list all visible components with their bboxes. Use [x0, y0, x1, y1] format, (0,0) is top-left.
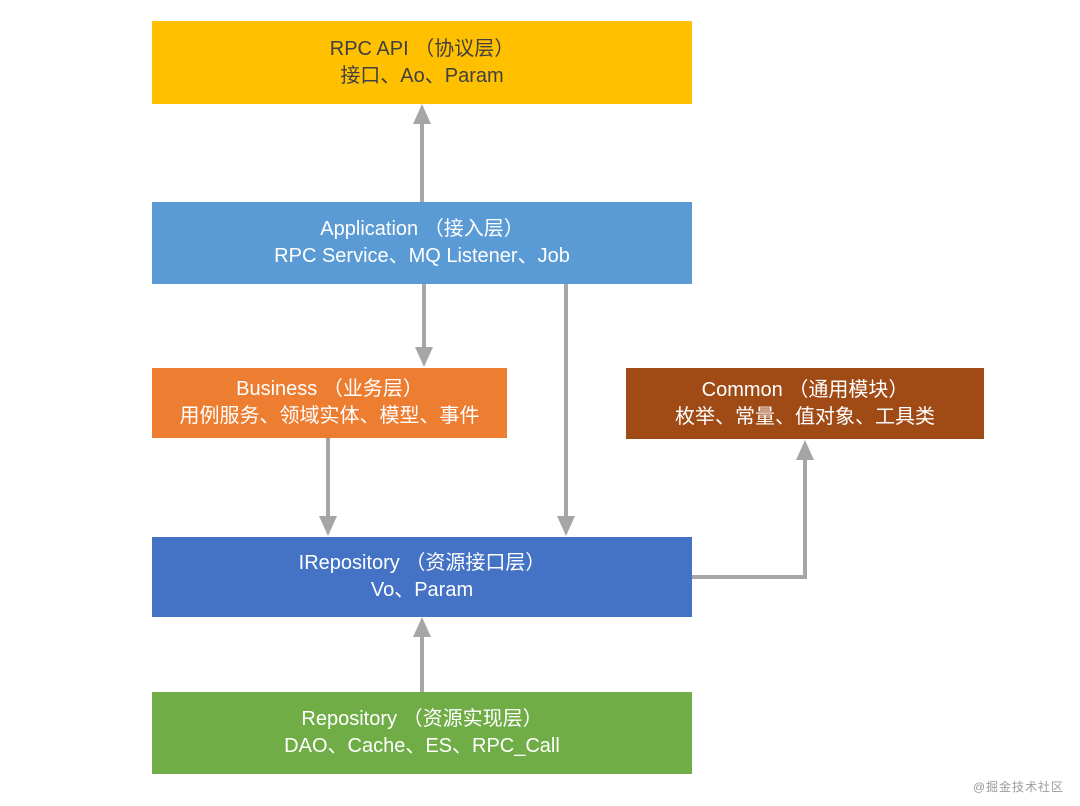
- box-business-title: Business （业务层）: [236, 378, 423, 400]
- arrow-irepository-to-common: [692, 440, 814, 579]
- box-repository-title: Repository （资源实现层）: [301, 708, 543, 730]
- box-rpc-api-subtitle: 接口、Ao、Param: [340, 64, 504, 87]
- box-irepository: IRepository （资源接口层） Vo、Param: [152, 537, 692, 617]
- watermark: @掘金技术社区: [972, 780, 1064, 794]
- box-application: Application （接入层） RPC Service、MQ Listene…: [152, 202, 692, 284]
- arrow-application-to-irepository: [557, 284, 575, 536]
- arrow-application-to-business: [415, 284, 433, 367]
- arrow-repository-to-irepository: [413, 617, 431, 692]
- box-common: Common （通用模块） 枚举、常量、值对象、工具类: [626, 368, 984, 439]
- box-rpc-api: RPC API （协议层） 接口、Ao、Param: [152, 21, 692, 104]
- box-common-subtitle: 枚举、常量、值对象、工具类: [675, 405, 935, 428]
- arrow-application-to-rpc-api: [413, 104, 431, 202]
- box-business: Business （业务层） 用例服务、领域实体、模型、事件: [152, 368, 507, 438]
- arrow-business-to-irepository: [319, 438, 337, 536]
- box-irepository-title: IRepository （资源接口层）: [298, 552, 546, 574]
- box-repository: Repository （资源实现层） DAO、Cache、ES、RPC_Call: [152, 692, 692, 774]
- box-common-title: Common （通用模块）: [701, 378, 909, 401]
- box-application-subtitle: RPC Service、MQ Listener、Job: [274, 245, 570, 267]
- box-repository-subtitle: DAO、Cache、ES、RPC_Call: [284, 735, 560, 757]
- box-business-subtitle: 用例服务、领域实体、模型、事件: [179, 405, 480, 427]
- box-irepository-subtitle: Vo、Param: [370, 579, 474, 601]
- box-rpc-api-title: RPC API （协议层）: [329, 37, 515, 60]
- box-application-title: Application （接入层）: [320, 218, 524, 240]
